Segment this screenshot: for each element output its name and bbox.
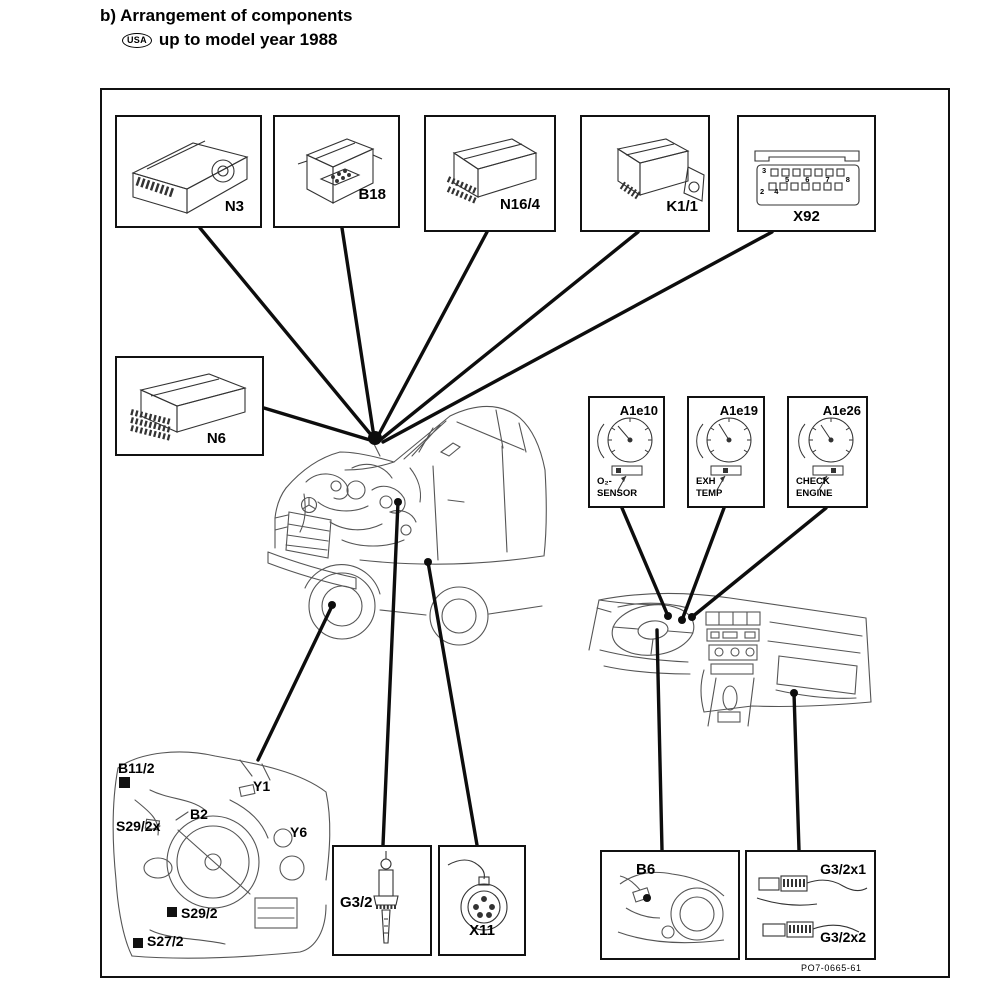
x92-pin-number-row: 5 6 7 8	[785, 175, 857, 184]
component-label-n6: N6	[206, 430, 226, 447]
component-label-g3-2x1: G3/2x1	[820, 861, 866, 877]
component-box-x92: 3 5 6 7 8 2 4 X92	[737, 115, 876, 232]
control-unit-n3-drawing	[131, 140, 249, 214]
relay-k1-1-drawing	[616, 138, 705, 202]
gauge-box-a1e10: A1e10 O₂-SENSOR	[588, 396, 665, 508]
page-title: b) Arrangement of components	[100, 6, 353, 25]
engine-label-s29-2: S29/2	[181, 905, 218, 921]
usa-badge: USA	[122, 32, 152, 48]
component-label-x92: X92	[793, 208, 820, 225]
sensor-b6-drawing	[617, 871, 725, 944]
component-box-x11: X11	[438, 845, 526, 956]
component-box-b6: B6	[600, 850, 740, 960]
component-box-g3-2x: G3/2x1 G3/2x2	[745, 850, 876, 960]
component-label-b18: B18	[358, 186, 386, 203]
round-connector-x11-drawing	[447, 859, 508, 931]
engine-label-s29-2x: S29/2x	[116, 818, 161, 834]
gauge-label-a1e19: A1e19	[719, 403, 758, 418]
gauge-a1e19-drawing	[696, 417, 752, 491]
figure-number: PO7-0665-61	[801, 963, 862, 973]
connector-x92-drawing	[754, 150, 860, 206]
engine-label-y6: Y6	[290, 824, 308, 840]
component-label-x11: X11	[469, 922, 495, 939]
page-subtitle: up to model year 1988	[158, 30, 338, 49]
gauge-a1e26-drawing	[798, 417, 854, 491]
component-label-g3-2x2: G3/2x2	[820, 929, 866, 945]
component-label-n16-4: N16/4	[499, 196, 540, 213]
gauge-label-a1e26: A1e26	[822, 403, 861, 418]
engine-label-s27-2: S27/2	[147, 933, 184, 949]
engine-label-y1: Y1	[253, 778, 271, 794]
component-box-n16-4: N16/4	[424, 115, 556, 232]
component-label-g3-2: G3/2	[340, 894, 373, 911]
diagram-frame	[100, 88, 950, 978]
component-label-n3: N3	[224, 198, 244, 215]
x92-pin-number-2-4: 2 4	[760, 187, 783, 196]
control-unit-n6-drawing	[130, 373, 247, 441]
gauge-label-a1e10: A1e10	[619, 403, 658, 418]
component-box-k1-1: K1/1	[580, 115, 710, 232]
gauge-a1e10-drawing	[597, 417, 653, 491]
component-box-n6: N6	[115, 356, 264, 456]
engine-label-b11-2: B11/2	[118, 760, 155, 776]
component-label-k1-1: K1/1	[666, 198, 698, 215]
engine-label-b2: B2	[190, 806, 208, 822]
page-heading: b) Arrangement of components USA up to m…	[100, 6, 353, 50]
relay-n16-4-drawing	[446, 138, 538, 204]
gauge-caption-a1e10: O₂-SENSOR	[597, 476, 638, 499]
oxygen-sensor-g3-2-drawing	[373, 851, 399, 944]
x92-pin-number-3: 3	[762, 166, 767, 175]
component-box-g3-2: G3/2	[332, 845, 432, 956]
component-label-b6: B6	[636, 861, 656, 878]
component-box-n3: N3	[115, 115, 262, 228]
component-box-b18: B18	[273, 115, 400, 228]
connectors-g3-2x-drawing	[756, 875, 868, 938]
ignition-module-b18-drawing	[297, 138, 383, 204]
